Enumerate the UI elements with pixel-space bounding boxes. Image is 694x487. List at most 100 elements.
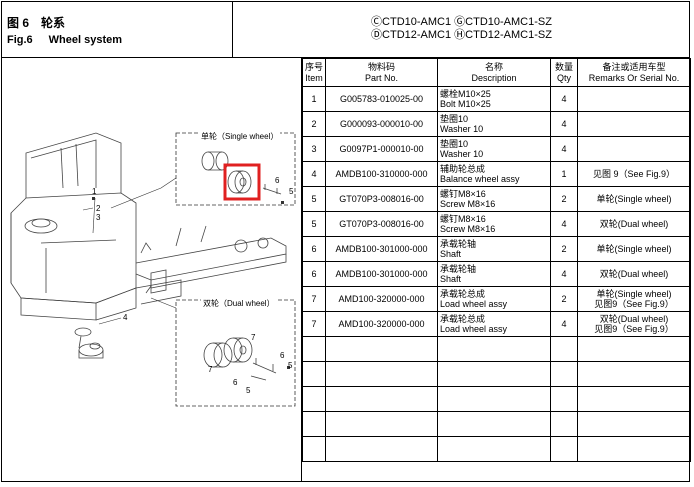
part-no-cell: AMD100-320000-000	[325, 286, 438, 312]
remarks-cell: 双轮(Dual wheel)见图9（See Fig.9）	[577, 311, 691, 337]
empty-table-row	[302, 436, 691, 462]
remarks-cell: 单轮(Single wheel)见图9（See Fig.9）	[577, 286, 691, 312]
description-cn: 承载轮总成	[440, 314, 486, 324]
description-en: Screw M8×16	[440, 199, 496, 209]
bolt-marks	[92, 197, 290, 369]
remarks-cell	[577, 86, 691, 112]
qty-cell: 2	[550, 236, 578, 262]
callout-7-dual-b: 7	[208, 365, 213, 374]
description-cn: 承载轮轴	[440, 239, 477, 249]
qty-cell: 2	[550, 286, 578, 312]
description-en: Shaft	[440, 249, 462, 259]
callout-6-dual-a: 6	[280, 351, 285, 360]
remarks-cell: 单轮(Single wheel)	[577, 236, 691, 262]
item-cell: 5	[302, 211, 326, 237]
item-cell: 7	[302, 286, 326, 312]
callout-2: 2	[96, 204, 101, 213]
description-en: Balance wheel assy	[440, 174, 520, 184]
callout-6-dual-b: 6	[233, 378, 238, 387]
description-en: Shaft	[440, 274, 462, 284]
figure-number-en-text: Fig.6	[7, 34, 33, 46]
qty-cell: 4	[550, 86, 578, 112]
part-no-cell: AMDB100-301000-000	[325, 261, 438, 287]
part-no-cell: G000093-000010-00	[325, 111, 438, 137]
description-en: Load wheel assy	[440, 299, 508, 309]
item-cell: 5	[302, 186, 326, 212]
remarks-line-1: 双轮(Dual wheel)	[599, 219, 669, 229]
part-no-cell: GT070P3-008016-00	[325, 186, 438, 212]
callout-6-single: 6	[275, 176, 280, 185]
model-line-2: ⒹCTD12-AMC1 ⒽCTD12-AMC1-SZ	[371, 29, 552, 41]
figure-name-cn: 轮系	[41, 16, 66, 30]
remarks-line-2: 见图9（See Fig.9）	[594, 324, 674, 334]
description-cn: 承载轮总成	[440, 289, 486, 299]
remarks-line-2: 见图9（See Fig.9）	[594, 299, 674, 309]
callout-4: 4	[123, 313, 128, 322]
figure-number-cn: 图 6 轮系	[7, 14, 65, 31]
empty-table-row	[302, 361, 691, 387]
remarks-cell	[577, 136, 691, 162]
callout-3: 3	[96, 213, 101, 222]
description-cn: 螺钉M8×16	[440, 214, 486, 224]
description-en: Screw M8×16	[440, 224, 496, 234]
remarks-line-1: 单轮(Single wheel)	[596, 244, 672, 254]
callout-7-dual-a: 7	[251, 333, 256, 342]
applicable-models: ⒸCTD10-AMC1 ⒼCTD10-AMC1-SZ ⒹCTD12-AMC1 Ⓗ…	[233, 1, 690, 58]
remarks-line-1: 单轮(Single wheel)	[596, 289, 672, 299]
wheel-system-drawing	[10, 132, 296, 407]
description-cn: 垫圈10	[440, 114, 469, 124]
remarks-line-1: 双轮(Dual wheel)	[599, 269, 669, 279]
empty-table-row	[302, 336, 691, 362]
exploded-diagram: 单轮（Single wheel） 双轮（Dual wheel） 1 2 3 4 …	[1, 58, 302, 482]
part-no-cell: G005783-010025-00	[325, 86, 438, 112]
remarks-line-1: 单轮(Single wheel)	[596, 194, 672, 204]
description-cn: 承载轮轴	[440, 264, 477, 274]
item-cell: 7	[302, 311, 326, 337]
qty-cell: 4	[550, 311, 578, 337]
qty-cell: 4	[550, 111, 578, 137]
remarks-line-1: 见图 9（See Fig.9）	[592, 169, 676, 179]
model-line-1: ⒸCTD10-AMC1 ⒼCTD10-AMC1-SZ	[371, 16, 552, 28]
empty-table-row	[302, 411, 691, 437]
dual-wheel-inset	[175, 299, 296, 407]
item-cell: 4	[302, 161, 326, 187]
qty-cell: 2	[550, 186, 578, 212]
part-no-cell: AMDB100-301000-000	[325, 236, 438, 262]
remarks-cell: 双轮(Dual wheel)	[577, 211, 691, 237]
qty-cell: 4	[550, 136, 578, 162]
dual-wheel-label: 双轮（Dual wheel）	[201, 298, 277, 309]
remarks-cell: 双轮(Dual wheel)	[577, 261, 691, 287]
part-no-cell: GT070P3-008016-00	[325, 211, 438, 237]
truck-body-outline	[10, 132, 287, 359]
item-cell: 6	[302, 236, 326, 262]
empty-table-row	[302, 386, 691, 412]
highlight-box	[223, 163, 261, 201]
